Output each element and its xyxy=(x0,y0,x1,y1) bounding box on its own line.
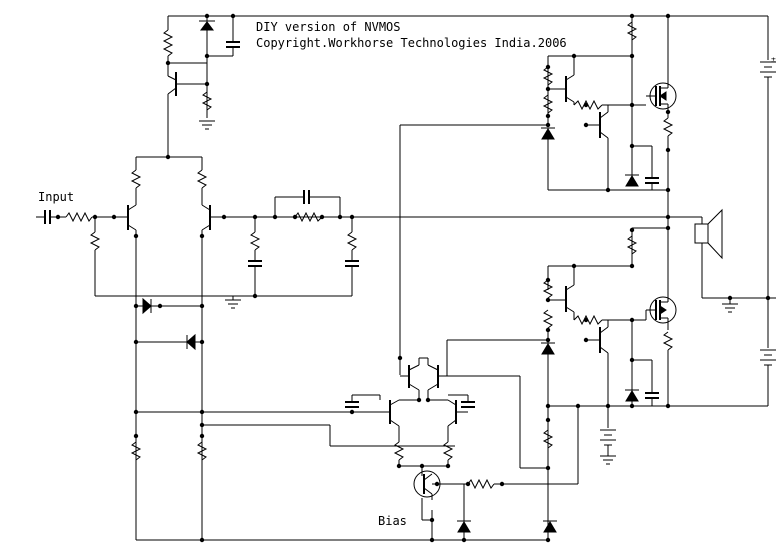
ground-icon xyxy=(722,298,738,313)
diode-icon xyxy=(133,333,205,351)
resistor-icon xyxy=(465,406,579,490)
battery-icon: ± xyxy=(760,55,776,348)
input-label: Input xyxy=(38,190,74,204)
battery-icon xyxy=(608,295,776,407)
vas-stage xyxy=(345,124,550,469)
upper-output-stage xyxy=(541,16,677,220)
zener-icon xyxy=(543,520,557,533)
input-stage xyxy=(36,154,670,540)
capacitor-icon xyxy=(44,210,51,224)
transistor-icon xyxy=(413,466,468,500)
ground-icon xyxy=(225,296,241,309)
copyright-notice: Copyright.Workhorse Technologies India.2… xyxy=(256,36,567,50)
zener-icon xyxy=(625,174,639,187)
lower-output-stage xyxy=(541,217,677,543)
speaker-icon xyxy=(668,208,768,301)
zener-icon xyxy=(625,389,639,402)
mosfet-icon xyxy=(646,16,677,118)
mosfet-icon xyxy=(646,290,677,330)
diode-icon xyxy=(133,297,205,315)
bias-preset xyxy=(421,498,435,543)
current-source xyxy=(162,16,240,157)
battery-icon xyxy=(600,406,616,465)
zener-icon xyxy=(541,127,555,140)
resistor-icon xyxy=(130,409,550,543)
svg-text:±: ± xyxy=(771,55,776,64)
bias-label: Bias xyxy=(378,514,407,528)
schematic-title: DIY version of NVMOS xyxy=(256,20,401,34)
zener-icon xyxy=(457,484,471,543)
